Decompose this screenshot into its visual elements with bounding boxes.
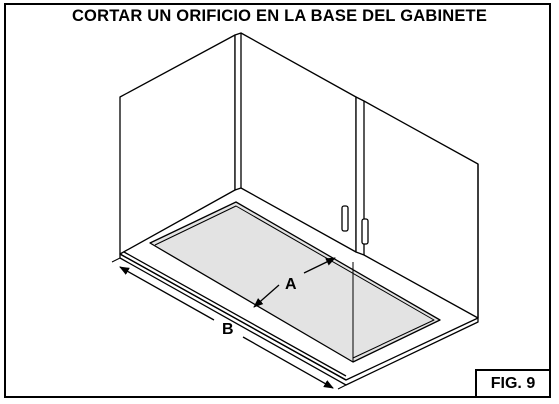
figure-frame (4, 3, 551, 398)
dimension-b-label: B (222, 321, 234, 338)
dimension-a-line-lower (253, 284, 280, 308)
figure-number-label: FIG. 9 (475, 369, 551, 398)
dimension-b-line-lower (242, 336, 334, 389)
right-door-handle (361, 218, 369, 245)
base-cutout (149, 201, 441, 363)
dimension-a-line-upper (303, 257, 336, 274)
dimension-b-line-upper (119, 266, 215, 321)
figure-title: CORTAR UN ORIFICIO EN LA BASE DEL GABINE… (71, 7, 488, 25)
left-door-handle (341, 205, 349, 232)
dimension-a-label: A (285, 276, 297, 293)
